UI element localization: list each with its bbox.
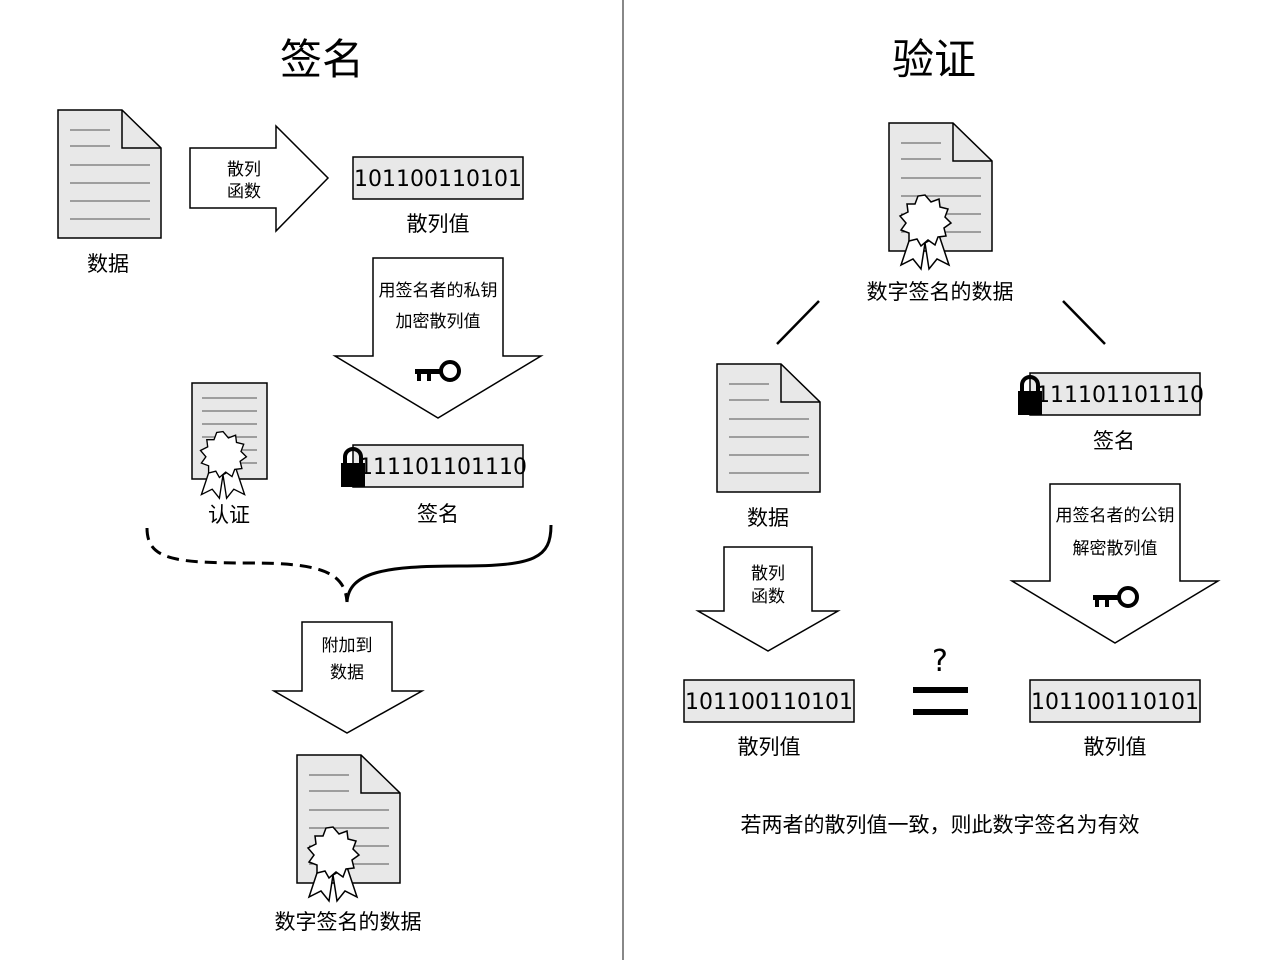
verify-hash-function-arrow: 散列 函数 (695, 546, 841, 652)
brace-solid-right (345, 524, 553, 603)
hash-function-arrow: 散列 函数 (189, 124, 330, 233)
verify-title: 验证 (892, 35, 976, 84)
verify-signed-data-label: 数字签名的数据 (867, 280, 1014, 304)
split-line-left (776, 300, 820, 345)
signed-data-label: 数字签名的数据 (275, 910, 422, 934)
conclusion-text: 若两者的散列值一致，则此数字签名为有效 (741, 813, 1140, 837)
hash-value-box: 101100110101 (352, 156, 524, 200)
decrypt-label-line1: 用签名者的公钥 (1056, 506, 1175, 526)
verify-hash-box-left: 101100110101 (683, 679, 855, 723)
verify-hash-value-left: 101100110101 (685, 690, 853, 715)
signature-value: 111101101110 (359, 455, 527, 480)
decrypt-label-line2: 解密散列值 (1073, 539, 1158, 559)
signed-document-icon (888, 122, 993, 270)
attach-label-line2: 数据 (330, 663, 364, 683)
encrypt-label-line1: 用签名者的私钥 (379, 281, 498, 301)
hash-function-label-line2: 函数 (227, 182, 261, 202)
hash-value: 101100110101 (354, 167, 522, 192)
attach-label-line1: 附加到 (322, 636, 373, 656)
certificate-icon (191, 382, 268, 499)
hash-function-label-line1: 散列 (227, 160, 261, 180)
encrypt-label-line2: 加密散列值 (396, 312, 481, 332)
verify-signature-box: 111101101110 (1016, 372, 1204, 417)
attach-arrow: 附加到 数据 (271, 621, 425, 734)
verify-hash-label-left: 散列值 (738, 735, 801, 759)
verify-signature-value: 111101101110 (1036, 383, 1204, 408)
data-label: 数据 (87, 252, 129, 276)
decrypt-arrow: 用签名者的公钥 解密散列值 (1009, 483, 1221, 644)
document-icon (57, 109, 162, 239)
signed-document-icon (296, 754, 401, 902)
document-icon (716, 363, 821, 493)
verify-hash-function-label-line2: 函数 (751, 587, 785, 607)
verify-signature-label: 签名 (1093, 429, 1135, 453)
verify-hash-box-right: 101100110101 (1029, 679, 1201, 723)
verify-hash-function-label-line1: 散列 (751, 564, 785, 584)
signature-label: 签名 (417, 502, 459, 526)
equals-sign (913, 687, 968, 715)
question-mark: ? (932, 644, 948, 679)
encrypt-arrow: 用签名者的私钥 加密散列值 (332, 257, 544, 419)
signature-box: 111101101110 (339, 444, 527, 489)
hash-value-label: 散列值 (407, 212, 470, 236)
verify-data-label: 数据 (747, 506, 789, 530)
sign-title: 签名 (280, 35, 364, 84)
certificate-label: 认证 (208, 503, 250, 527)
verify-hash-label-right: 散列值 (1084, 735, 1147, 759)
verify-hash-value-right: 101100110101 (1031, 690, 1199, 715)
brace-dashed-left (145, 527, 349, 603)
split-line-right (1062, 300, 1106, 345)
